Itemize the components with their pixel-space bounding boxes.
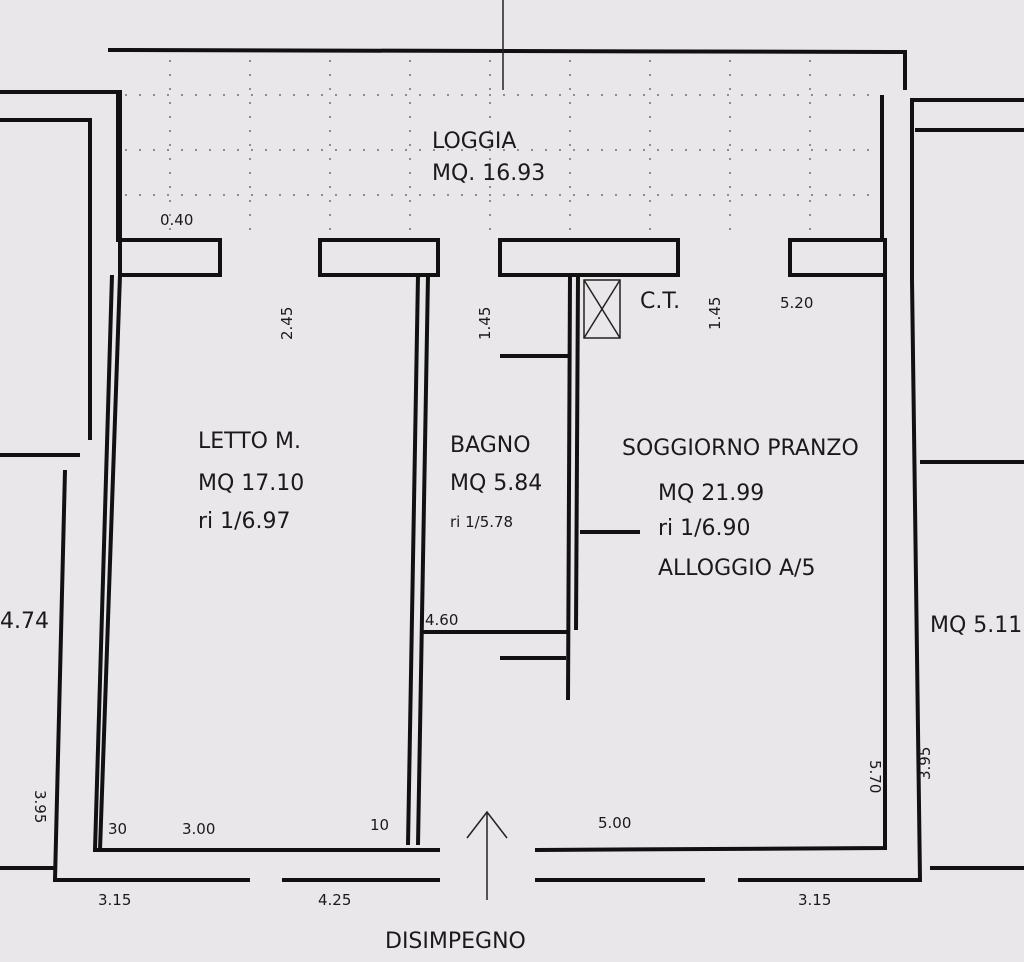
dim-window-living-2: 5.20 xyxy=(780,294,813,312)
loggia-tile-grid xyxy=(125,60,880,235)
dimensions: 3.00 5.00 3.15 4.25 3.15 5.70 3.95 3.95 … xyxy=(31,211,934,909)
bedroom-area: MQ 17.10 xyxy=(198,471,304,496)
living-ratio: ri 1/6.90 xyxy=(658,516,751,541)
bedroom-ratio: ri 1/6.97 xyxy=(198,509,291,534)
living-name: SOGGIORNO PRANZO xyxy=(622,436,859,461)
dim-left-height: 3.95 xyxy=(31,790,49,823)
dim-right-bottom: 3.15 xyxy=(798,891,831,909)
dim-window-bath: 1.45 xyxy=(476,307,494,340)
dim-mid-bottom: 4.25 xyxy=(318,891,351,909)
dim-right-height: 3.95 xyxy=(916,747,934,780)
living-area: MQ 21.99 xyxy=(658,481,764,506)
dim-left-bottom: 3.15 xyxy=(98,891,131,909)
bedroom-name: LETTO M. xyxy=(198,429,301,454)
bathroom-ratio: ri 1/5.78 xyxy=(450,513,513,531)
living-unit: ALLOGGIO A/5 xyxy=(658,556,815,581)
dim-corner: 30 xyxy=(108,820,127,838)
ct-shaft xyxy=(583,279,621,339)
dim-door-bath: 4.60 xyxy=(425,611,458,629)
dim-living-height: 5.70 xyxy=(866,760,884,793)
loggia-area: MQ. 16.93 xyxy=(432,161,545,186)
dim-bed-width: 3.00 xyxy=(182,820,215,838)
walls xyxy=(0,48,1024,882)
dim-window-bed: 2.45 xyxy=(278,307,296,340)
entrance-arrow xyxy=(466,810,508,900)
dim-loggia-left: 0.40 xyxy=(160,211,193,229)
bathroom-name: BAGNO xyxy=(450,433,531,458)
right-room-area: MQ 5.11 xyxy=(930,613,1022,638)
dim-window-living: 1.45 xyxy=(706,297,724,330)
dim-wall-thickness: 10 xyxy=(370,816,389,834)
labels: LOGGIA MQ. 16.93 LETTO M. MQ 17.10 ri 1/… xyxy=(0,129,1022,954)
hall-name: DISIMPEGNO xyxy=(385,929,526,954)
loggia-name: LOGGIA xyxy=(432,129,516,154)
bathroom-area: MQ 5.84 xyxy=(450,471,542,496)
left-room-area: 4.74 xyxy=(0,609,49,634)
ct-label: C.T. xyxy=(640,289,680,314)
dim-living-width: 5.00 xyxy=(598,814,631,832)
